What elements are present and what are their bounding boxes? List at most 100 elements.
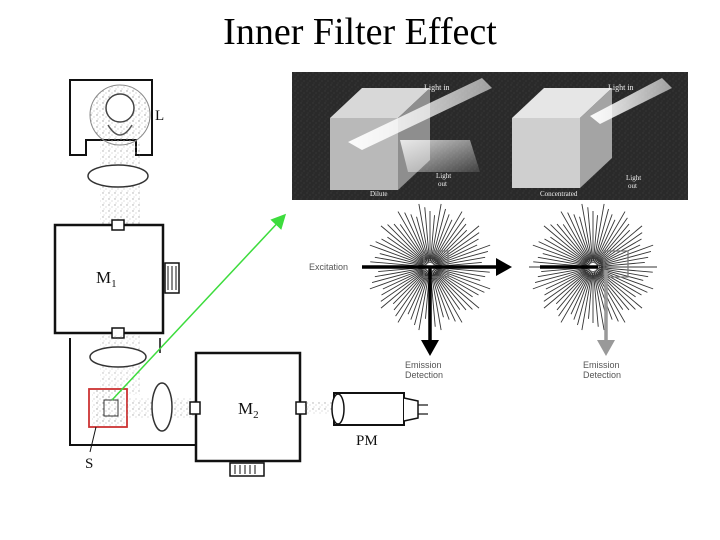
emission-ray [597,273,624,310]
emission-ray [433,271,467,311]
light-out-label-concentrated-1: Light [626,174,641,182]
beam-out-dilute [400,140,480,172]
emission-ray [380,225,425,263]
dilute-cuvette [330,78,492,190]
geometry-dilute [362,250,512,356]
emission-ray [556,223,590,263]
emission-ray [382,269,425,290]
emission-ray [594,214,613,262]
monochromator-1-label: M1 [96,268,117,290]
light-in-label-concentrated: Light in [608,83,634,92]
emission-ray [435,256,486,267]
emission-ray [430,208,446,264]
emission-ray [437,267,486,278]
emission-ray [579,216,593,264]
photomultiplier-label: PM [356,433,378,449]
emission-ray [545,269,588,290]
emission-ray [597,223,630,262]
emission-ray [424,207,430,260]
emission-ray [556,272,589,311]
emission-ray [587,207,593,260]
emission-ray [600,269,648,293]
emission-ray [431,214,450,262]
emission-ray [434,223,467,262]
sample-label: S [85,456,93,472]
emission-ray [432,219,453,260]
emission-ray [435,271,480,309]
emission-ray [577,270,593,326]
emission-ray [399,224,426,261]
emission-ray [381,238,427,266]
emission-label-dilute-2: Detection [405,370,443,380]
emission-ray [593,208,609,264]
light-out-label-concentrated-2: out [628,182,637,190]
emission-ray [596,271,630,311]
lens-1 [87,164,149,188]
emission-ray [600,267,649,278]
dilute-caption: Dilute [370,190,388,198]
emission-ray [379,253,427,267]
emission-ray [416,216,430,264]
emission-ray [560,211,592,264]
emission-ray [430,270,444,318]
emission-label-dilute-1: Emission [405,360,442,370]
wavelength-knob-1 [164,262,180,294]
pointer-arrow [111,213,287,401]
emission-ray [437,244,491,265]
emission-ray [393,223,427,263]
emission-ray [596,217,628,263]
lamp-label: L [155,108,164,124]
emission-ray [544,268,590,296]
emission-ray [431,211,463,264]
emission-ray [593,215,598,262]
emission-ray [594,211,626,264]
light-out-label-dilute-1: Light [436,172,451,180]
emission-ray [543,270,589,309]
emission-ray [595,219,616,260]
emission-ray [407,274,428,315]
cuvette-outline-concentrated [603,250,629,278]
emission-ray [598,267,653,273]
slit-in-1 [111,219,125,231]
emission-ray [430,272,442,331]
emission-ray [593,272,605,331]
emission-ray [397,270,429,323]
emission-ray [596,251,652,267]
emission-ray [432,272,456,322]
emission-ray [538,241,586,265]
emission-ray [369,269,423,290]
emission-ray [558,271,590,317]
monochromator-2-label: M2 [238,399,259,421]
slit-in-2 [189,401,201,415]
concentrated-cuvette [512,78,672,188]
emission-ray [410,272,429,320]
cuvette-inner [103,399,119,417]
emission-ray [532,244,588,266]
emission-ray [594,270,626,323]
emission-ray [597,225,643,264]
light-out-label-dilute-2: out [438,180,447,188]
emission-ray [418,274,430,331]
emission-ray [395,271,427,317]
emission-ray [387,224,428,265]
emission-ray [435,244,478,265]
light-in-label-dilute: Light in [424,83,450,92]
emission-ray [600,262,645,267]
emission-ray [414,270,430,326]
sample-compartment [69,338,196,446]
emission-ray [397,211,429,264]
emission-ray [542,253,590,267]
emission-ray [433,267,481,281]
wavelength-knob-2 [229,462,265,477]
emission-ray [595,269,636,310]
emission-ray [433,217,465,263]
emission-ray [567,212,591,262]
concentrated-caption: Concentrated [540,190,578,198]
emission-ray [435,268,491,290]
emission-ray [537,267,588,278]
emission-ray [374,256,423,267]
emission-ray [544,238,590,266]
emission-ray [532,269,586,290]
emission-ray [434,270,473,298]
emission-ray [387,236,426,264]
